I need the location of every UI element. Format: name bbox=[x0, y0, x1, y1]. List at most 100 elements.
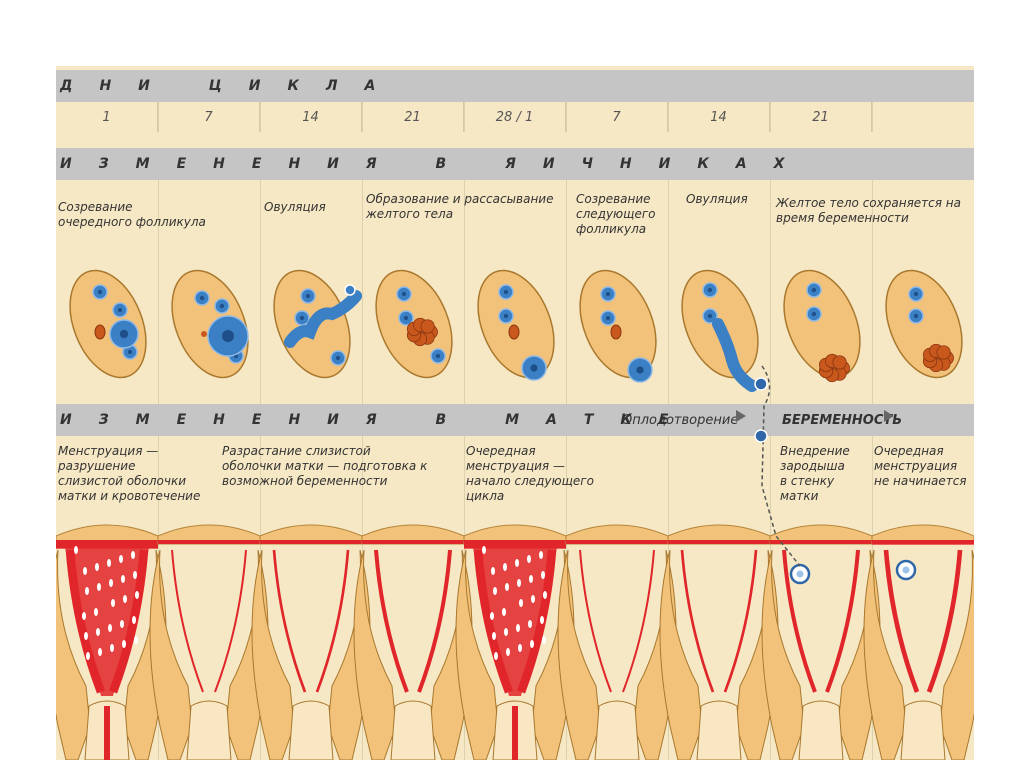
bleeding-fleck bbox=[503, 563, 507, 571]
uterus-header-title: ИЗМЕНЕНИЯ В МАТКЕ bbox=[60, 412, 696, 428]
bleeding-fleck bbox=[540, 616, 544, 624]
endometrium-lining bbox=[315, 549, 350, 693]
days-row: 1 7 14 21 28 / 1 7 14 21 bbox=[56, 102, 974, 132]
day-cell: 7 bbox=[158, 102, 260, 132]
pregnancy-arrow-icon bbox=[884, 410, 894, 422]
bleeding-fleck bbox=[492, 632, 496, 640]
ovary-shape bbox=[579, 269, 657, 379]
bleeding-fleck bbox=[85, 587, 89, 595]
uterus-wall bbox=[659, 549, 703, 760]
uterus bbox=[149, 524, 269, 760]
ovary-note-ovulation: Овуляция bbox=[264, 200, 326, 214]
cervix bbox=[288, 700, 334, 760]
bleeding-fleck bbox=[531, 595, 535, 603]
uterus-wall bbox=[557, 549, 601, 760]
endometrium-lining bbox=[171, 549, 204, 693]
follicle-nucleus-icon bbox=[335, 355, 341, 361]
bleeding-fleck bbox=[135, 591, 139, 599]
bleeding-fleck bbox=[94, 608, 98, 616]
uterus bbox=[659, 524, 779, 760]
bleeding-fleck bbox=[83, 567, 87, 575]
ovary bbox=[783, 269, 861, 383]
uterus-wall bbox=[863, 549, 907, 760]
cervix bbox=[900, 700, 946, 760]
bleeding-fleck bbox=[119, 555, 123, 563]
bleeding-fleck bbox=[504, 628, 508, 636]
ovary-shape bbox=[69, 269, 147, 379]
endometrium-band bbox=[872, 540, 974, 545]
bleeding-fleck bbox=[109, 579, 113, 587]
bleeding-flow bbox=[512, 706, 518, 760]
ovary bbox=[69, 269, 147, 379]
endometrium-lining bbox=[782, 549, 817, 693]
diagram-art bbox=[56, 269, 974, 760]
uterus bbox=[863, 524, 974, 760]
bleeding-fleck bbox=[96, 628, 100, 636]
bleeding-fleck bbox=[132, 616, 136, 624]
bleeding-fleck bbox=[502, 608, 506, 616]
endometrium-band bbox=[770, 540, 872, 544]
corpus-luteum-icon bbox=[832, 355, 847, 370]
follicle-nucleus-icon bbox=[913, 291, 919, 297]
bleeding-fleck bbox=[84, 632, 88, 640]
days-header-band: ДНИ ЦИКЛА bbox=[56, 70, 974, 102]
endometrium-lining bbox=[374, 549, 409, 693]
endometrium-lining bbox=[723, 549, 758, 693]
endometrium-band bbox=[668, 540, 770, 544]
endometrium-lining bbox=[417, 549, 452, 693]
bleeding-fleck bbox=[527, 555, 531, 563]
menstrual-bleeding bbox=[472, 544, 558, 696]
ovary bbox=[273, 269, 362, 379]
bleeding-fleck bbox=[98, 648, 102, 656]
bleeding-flow bbox=[104, 706, 110, 760]
endometrium-band bbox=[260, 540, 362, 544]
follicle-nucleus-icon bbox=[811, 287, 817, 293]
released-egg-icon bbox=[344, 284, 356, 296]
bleeding-fleck bbox=[505, 583, 509, 591]
bleeding-fleck bbox=[517, 579, 521, 587]
zygote-icon bbox=[754, 429, 768, 443]
ovary-note-next-follicle: Созревание следующего фолликула bbox=[576, 192, 656, 236]
embryo bbox=[895, 559, 917, 581]
follicle-nucleus-icon bbox=[707, 313, 713, 319]
endometrium-lining bbox=[272, 549, 307, 693]
bleeding-fleck bbox=[493, 587, 497, 595]
uterus bbox=[251, 524, 371, 760]
corpus-luteum-icon bbox=[201, 331, 207, 337]
bleeding-fleck bbox=[494, 652, 498, 660]
follicle-nucleus-icon bbox=[401, 291, 407, 297]
menstrual-bleeding bbox=[64, 544, 150, 696]
bleeding-fleck bbox=[542, 636, 546, 644]
menstrual-cycle-diagram: ДНИ ЦИКЛА 1 7 14 21 28 / 1 7 14 21 ИЗМЕН… bbox=[56, 66, 974, 760]
bleeding-fleck bbox=[506, 648, 510, 656]
ovary-header-band: ИЗМЕНЕНИЯ В ЯИЧНИКАХ bbox=[56, 148, 974, 180]
embryo-core-icon bbox=[796, 570, 804, 578]
uterus-wall bbox=[353, 549, 397, 760]
day-cell: 14 bbox=[260, 102, 362, 132]
bleeding-fleck bbox=[519, 599, 523, 607]
ovary-shape bbox=[885, 269, 963, 379]
ovary bbox=[681, 269, 759, 392]
bleeding-fleck bbox=[528, 620, 532, 628]
uterus-wall bbox=[455, 549, 499, 760]
uterus-wall bbox=[251, 549, 295, 760]
uterus-wall bbox=[56, 549, 91, 760]
follicle-nucleus-icon bbox=[503, 289, 509, 295]
ovary-shape bbox=[477, 269, 555, 379]
egg-path bbox=[761, 365, 801, 567]
corpus-luteum-icon bbox=[936, 345, 951, 360]
follicle-nucleus-icon bbox=[636, 366, 644, 374]
follicle-nucleus-icon bbox=[97, 289, 103, 295]
egg-icon bbox=[754, 377, 768, 391]
bleeding-fleck bbox=[122, 640, 126, 648]
uterus-wall bbox=[939, 549, 974, 760]
bleeding-fleck bbox=[530, 640, 534, 648]
bleeding-fleck bbox=[86, 652, 90, 660]
corpus-luteum-icon bbox=[94, 324, 106, 340]
bleeding-fleck bbox=[515, 559, 519, 567]
bleeding-fleck bbox=[82, 612, 86, 620]
uterus-note-next-menstruation: Очередная менструация — начало следующег… bbox=[466, 444, 594, 503]
endometrium-lining bbox=[883, 549, 920, 693]
day-cell: 7 bbox=[566, 102, 668, 132]
cervix bbox=[594, 700, 640, 760]
